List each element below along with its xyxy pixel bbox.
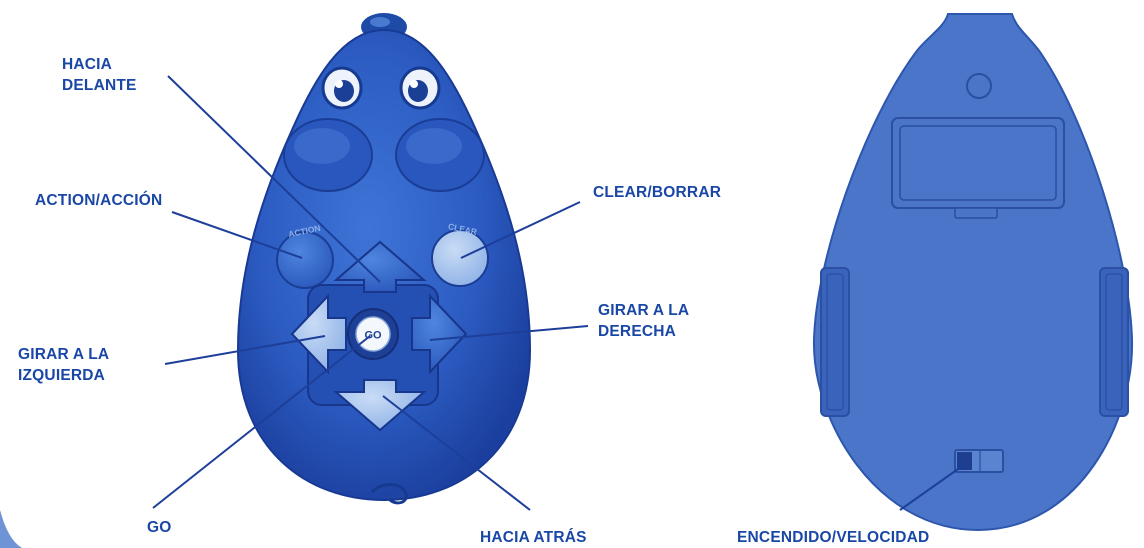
label-turn-left: GIRAR A LA IZQUIERDA xyxy=(18,344,109,386)
label-power-speed: ENCENDIDO/VELOCIDAD xyxy=(737,529,930,546)
leader-clear xyxy=(460,201,581,259)
robot-back-view xyxy=(812,13,1134,532)
robot-front-view: ACTION CLEAR GO xyxy=(236,13,532,505)
go-button[interactable]: GO xyxy=(347,308,399,360)
label-clear: CLEAR/BORRAR xyxy=(593,184,722,201)
tail-swirl xyxy=(370,483,408,505)
label-backward: HACIA ATRÁS xyxy=(480,529,587,546)
leader-turn-left xyxy=(164,335,326,365)
go-button-text: GO xyxy=(364,330,382,342)
label-turn-right-line2: DERECHA xyxy=(598,323,677,340)
corner-arc-decoration xyxy=(0,510,22,548)
leader-forward xyxy=(167,75,381,283)
label-forward-line2: DELANTE xyxy=(62,77,137,94)
label-turn-right-line1: GIRAR A LA xyxy=(598,302,690,319)
power-speed-switch[interactable] xyxy=(954,449,1004,473)
leader-action xyxy=(171,211,303,259)
right-wheel-slot xyxy=(1099,267,1129,417)
label-forward: HACIA DELANTE xyxy=(62,54,137,96)
label-turn-left-line1: GIRAR A LA xyxy=(18,346,110,363)
label-forward-line1: HACIA xyxy=(62,56,113,73)
screw-hole xyxy=(966,73,992,99)
leader-lines xyxy=(152,75,969,511)
leader-power-speed xyxy=(899,461,969,511)
leader-backward xyxy=(382,395,531,511)
clear-button[interactable]: CLEAR xyxy=(431,221,489,287)
label-turn-left-line2: IZQUIERDA xyxy=(18,367,106,384)
left-wheel-slot xyxy=(820,267,850,417)
battery-compartment xyxy=(891,117,1065,209)
turn-right-arrow-button[interactable] xyxy=(411,293,468,375)
label-go: GO xyxy=(147,519,172,536)
action-button[interactable]: ACTION xyxy=(276,223,334,289)
forward-arrow-button[interactable] xyxy=(333,240,427,293)
leader-turn-right xyxy=(429,325,589,341)
eyes xyxy=(321,66,441,110)
label-action: ACTION/ACCIÓN xyxy=(35,192,163,209)
leader-go xyxy=(152,335,371,509)
label-turn-right: GIRAR A LA DERECHA xyxy=(598,300,689,342)
backward-arrow-button[interactable] xyxy=(333,379,427,432)
